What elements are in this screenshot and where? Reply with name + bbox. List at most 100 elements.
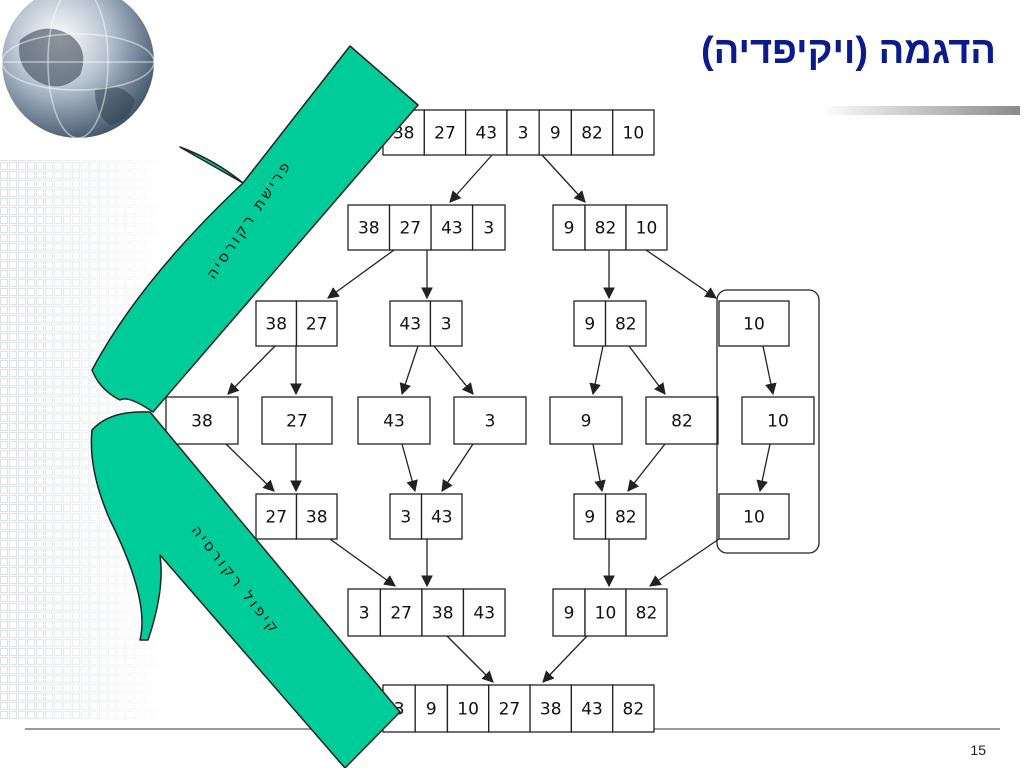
- array-cell-value: 10: [595, 604, 617, 624]
- array-cell: [552, 204, 586, 251]
- array-cell: [612, 684, 655, 733]
- array-cell-value: 43: [399, 315, 421, 335]
- array-cell-value: 82: [615, 508, 637, 528]
- array-cell: [549, 396, 623, 445]
- array-cell: [625, 588, 668, 637]
- array-a9: 43: [357, 396, 431, 445]
- array-cell-value: 9: [550, 124, 561, 144]
- array-a15: 3 43: [389, 493, 463, 540]
- array-cell-value: 9: [581, 412, 592, 432]
- array-cell: [295, 300, 338, 347]
- array-cell-value: 38: [191, 412, 213, 432]
- array-cell: [420, 493, 463, 540]
- arrow-6: [227, 345, 276, 395]
- array-cell: [379, 588, 423, 637]
- array-cell: [414, 684, 449, 733]
- array-cell-value: 43: [473, 604, 495, 624]
- title-underline: [820, 106, 1020, 115]
- array-cell-value: 82: [595, 219, 617, 239]
- array-cell-value: 38: [265, 315, 287, 335]
- array-cell-value: 10: [767, 412, 789, 432]
- array-cell-value: 3: [441, 315, 452, 335]
- array-cell: [604, 493, 647, 540]
- array-cell-value: 27: [499, 700, 521, 720]
- array-cell: [538, 109, 573, 156]
- array-a6: 10: [718, 300, 790, 347]
- merge-banner: [90, 411, 401, 768]
- arrow-25: [542, 635, 588, 683]
- array-cell: [488, 684, 531, 733]
- arrow-24: [446, 635, 494, 683]
- array-a13: 10: [741, 396, 815, 445]
- array-cell-value: 38: [432, 604, 454, 624]
- array-cell: [573, 300, 607, 347]
- array-a4: 43 3: [389, 300, 463, 347]
- arrow-11: [628, 345, 666, 395]
- arrow-20: [329, 538, 396, 587]
- array-cell-value: 27: [265, 508, 287, 528]
- array-cell-value: 3: [485, 412, 496, 432]
- array-cell-value: 10: [623, 124, 645, 144]
- array-cell: [462, 588, 506, 637]
- globe-icon: [1, 0, 155, 139]
- array-cell-value: 27: [399, 219, 421, 239]
- split-banner: [91, 45, 419, 413]
- array-cell-value: 27: [286, 412, 308, 432]
- array-cell: [430, 204, 474, 251]
- array-cell-value: 3: [400, 508, 411, 528]
- arrow-18: [627, 443, 666, 492]
- array-cell: [645, 396, 719, 445]
- arrow-16: [441, 443, 474, 492]
- highlight-frame: [716, 289, 820, 554]
- array-cell-value: 82: [615, 315, 637, 335]
- array-cell-value: 3: [518, 124, 529, 144]
- array-cell-value: 3: [359, 604, 370, 624]
- array-cell-value: 38: [540, 700, 562, 720]
- array-cell-value: 10: [743, 508, 765, 528]
- array-cell-value: 27: [390, 604, 412, 624]
- arrow-0: [449, 154, 493, 203]
- arrow-13: [225, 443, 275, 492]
- array-cell-value: 10: [457, 700, 479, 720]
- array-cell-value: 82: [671, 412, 693, 432]
- array-cell: [423, 109, 467, 156]
- array-cell: [446, 684, 490, 733]
- array-cell: [453, 396, 527, 445]
- array-cell-value: 9: [584, 508, 595, 528]
- array-cell-value: 43: [431, 508, 453, 528]
- arrow-17: [592, 443, 606, 493]
- array-cell-value: 43: [383, 412, 405, 432]
- array-cell-value: 82: [581, 124, 603, 144]
- page-number: 15: [970, 742, 986, 758]
- array-cell-value: 38: [306, 508, 328, 528]
- array-a18: 3 27 38 43: [347, 588, 506, 637]
- arrow-15: [401, 443, 418, 493]
- array-cell: [429, 300, 463, 347]
- array-a10: 3: [453, 396, 527, 445]
- array-a7: 38: [165, 396, 239, 445]
- array-cell: [261, 396, 333, 445]
- slide-title: הדגמה (ויקיפדיה): [700, 30, 996, 72]
- array-a16: 9 82: [573, 493, 647, 540]
- array-cell-value: 38: [358, 219, 380, 239]
- array-cell: [584, 588, 627, 637]
- array-cell: [357, 396, 431, 445]
- array-cell: [165, 396, 239, 445]
- arrow-23: [649, 538, 720, 587]
- array-cell-value: 10: [636, 219, 658, 239]
- array-cell: [464, 109, 508, 156]
- array-cell: [570, 684, 614, 733]
- arrow-5: [645, 249, 717, 299]
- array-a17: 10: [718, 493, 790, 540]
- array-cell: [612, 109, 655, 156]
- array-cell-value: 3: [483, 219, 494, 239]
